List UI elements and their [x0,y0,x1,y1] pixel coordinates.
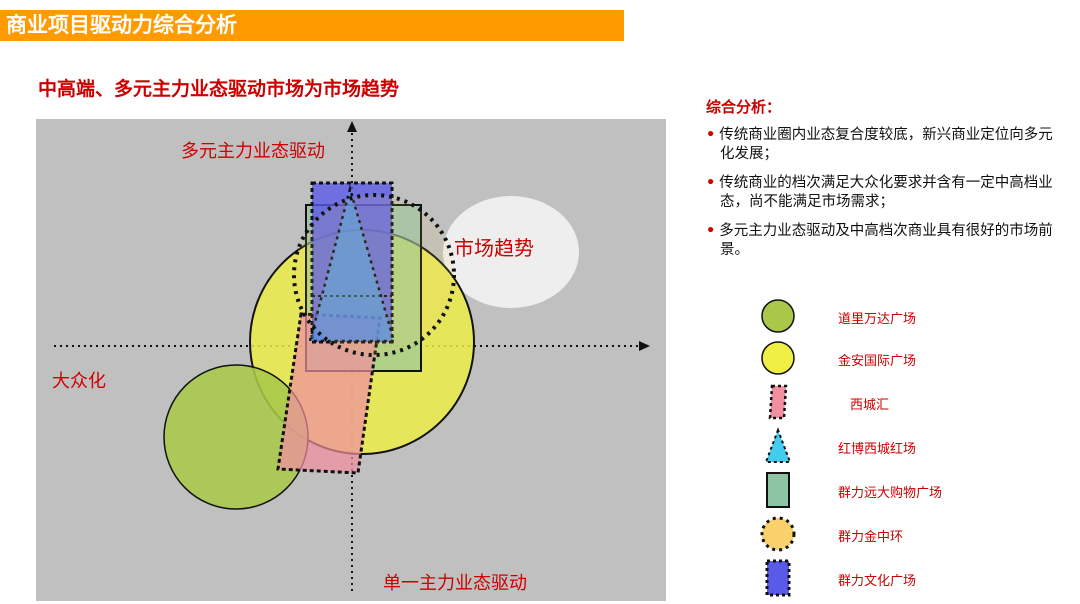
vertical-axis-arrow [347,121,357,132]
axis-top-label: 多元主力业态驱动 [181,141,325,162]
hongbo-square-shape [308,184,396,343]
culture-plaza-shape [310,181,394,344]
legend-item: 金安国际广场 [748,338,1048,378]
legend-item: 群力金中环 [748,514,1048,554]
bullet-icon: • [706,175,716,191]
analysis-item-text: 多元主力业态驱动及中高档次商业具有很好的市场前景。 [719,223,1053,258]
cyan-triangle-icon [764,427,792,463]
analysis-item-text: 传统商业圈内业态复合度较底，新兴商业定位向多元化发展； [719,127,1053,162]
legend-label: 金安国际广场 [838,354,917,369]
legend-label: 群力金中环 [838,530,904,545]
analysis-list: •传统商业圈内业态复合度较底，新兴商业定位向多元化发展； •传统商业的档次满足大… [706,126,1066,270]
legend-item: 西城汇 [748,382,1048,422]
axis-bottom-label: 单一主力业态驱动 [383,573,527,594]
pink-parallelogram-icon [768,384,788,420]
teal-rectangle-icon [766,472,790,508]
legend-item: 道里万达广场 [748,296,1048,336]
market-trend-label: 市场趋势 [454,236,534,260]
analysis-item: •多元主力业态驱动及中高档次商业具有很好的市场前景。 [706,222,1066,260]
analysis-item: •传统商业圈内业态复合度较底，新兴商业定位向多元化发展； [706,126,1066,164]
horizontal-axis-arrow [639,341,650,351]
legend-item: 群力文化广场 [748,558,1048,598]
bullet-icon: • [706,127,716,143]
legend: 道里万达广场 金安国际广场 西城汇 红博西城红场 群力远大购物广场 群力金中环 … [748,292,1048,602]
blue-dotted-rectangle-icon [765,559,791,597]
market-trend-ellipse [443,196,579,308]
diagram-canvas: 多元主力业态驱动 单一主力业态驱动 大众化 市场趋势 [36,119,666,601]
page-subtitle: 中高端、多元主力业态驱动市场为市场趋势 [38,78,400,100]
legend-label: 西城汇 [850,398,890,413]
legend-label: 群力文化广场 [838,574,917,589]
legend-item: 红博西城红场 [748,426,1048,466]
jinzhonghuan-shape [292,193,456,357]
positioning-diagram: 多元主力业态驱动 单一主力业态驱动 大众化 市场趋势 [36,119,666,601]
legend-label: 群力远大购物广场 [838,486,943,501]
analysis-item-text: 传统商业的档次满足大众化要求并含有一定中高档业态，尚不能满足市场需求； [719,175,1053,210]
analysis-title: 综合分析： [706,98,782,116]
legend-label: 道里万达广场 [838,312,917,327]
yellow-circle-icon [761,341,795,375]
bullet-icon: • [706,223,716,239]
legend-label: 红博西城红场 [838,442,917,457]
page-title: 商业项目驱动力综合分析 [0,10,624,41]
gold-dotted-circle-icon [760,516,796,552]
analysis-item: •传统商业的档次满足大众化要求并含有一定中高档业态，尚不能满足市场需求； [706,174,1066,212]
axis-left-label: 大众化 [52,371,106,392]
green-circle-icon [761,299,795,333]
legend-item: 群力远大购物广场 [748,470,1048,510]
